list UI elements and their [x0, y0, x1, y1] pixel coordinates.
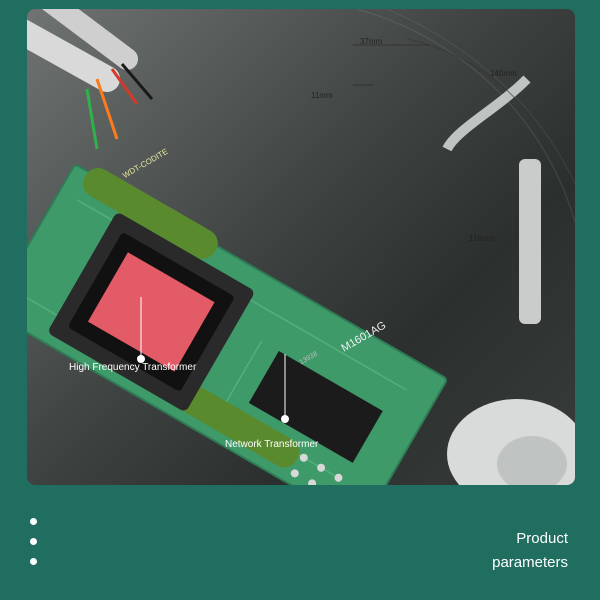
- wire-green: [85, 88, 99, 150]
- transformer-core: [87, 252, 215, 372]
- dimension-140mm: 140mm: [490, 69, 517, 78]
- wire-black: [120, 63, 154, 100]
- footer-line2: parameters: [492, 554, 568, 571]
- product-illustration: [27, 9, 575, 485]
- dot: [30, 518, 37, 525]
- dimension-37mm: 37mm: [360, 37, 383, 46]
- wire-red: [110, 68, 139, 105]
- cable-white-2: [42, 9, 138, 70]
- label-high-frequency-transformer: High Frequency Transformer: [69, 362, 197, 373]
- dot: [30, 558, 37, 565]
- capacitor-top: [83, 167, 218, 259]
- network-transformer-chip: [248, 350, 383, 463]
- label-network-transformer: Network Transformer: [225, 439, 319, 450]
- capacitor-bottom: [173, 381, 300, 468]
- page-dots: [30, 518, 37, 578]
- product-photo: High Frequency Transformer Network Trans…: [27, 9, 575, 485]
- background-arc: [386, 9, 575, 185]
- dimension-11mm: 11mm: [311, 91, 333, 100]
- footer-line1: Product: [516, 530, 568, 547]
- cable-white: [27, 19, 120, 92]
- dot: [30, 538, 37, 545]
- xlr-connector: [519, 159, 541, 324]
- dimension-116mm: 116mm: [469, 234, 496, 243]
- background-arc: [356, 9, 575, 225]
- footer-title: Product parameters: [492, 527, 568, 575]
- wire-orange: [95, 78, 119, 140]
